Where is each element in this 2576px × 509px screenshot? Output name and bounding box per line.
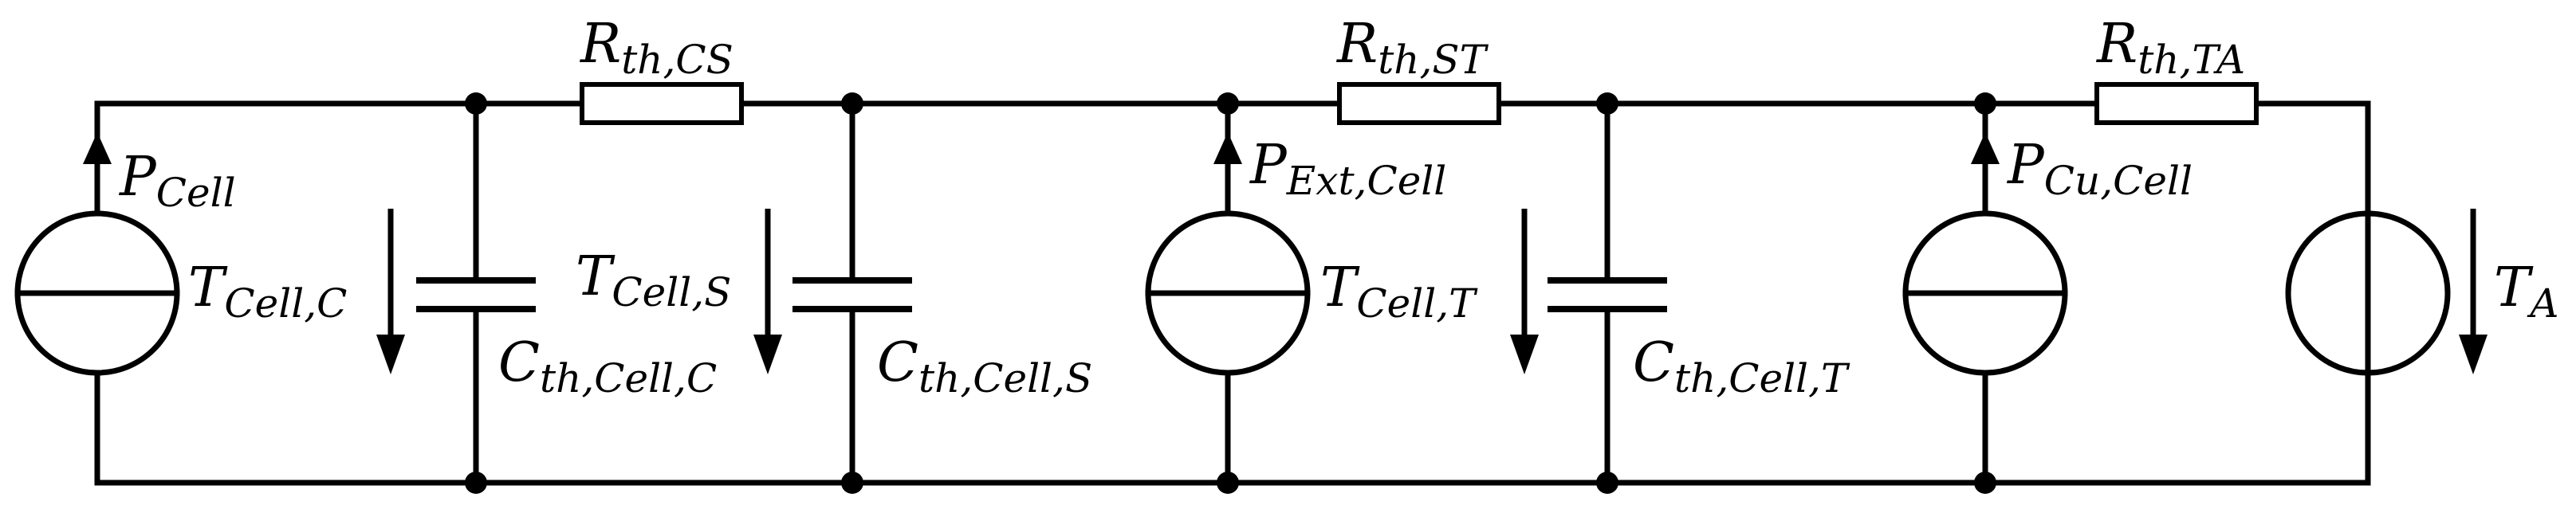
label-p-ext-cell: PExt,Cell (1249, 134, 1446, 204)
label-p-cell: PCell (118, 146, 236, 216)
t-cell-t-arrow-icon (1510, 335, 1539, 374)
node (1974, 472, 1996, 494)
node (841, 92, 863, 115)
p-cu-cell-arrow-icon (1971, 132, 2000, 164)
resistor-r-th-ta (2094, 82, 2259, 125)
node (1217, 472, 1239, 494)
label-r-th-cs: Rth,CS (579, 13, 733, 83)
label-c-th-cell-t: Cth,Cell,T (1633, 331, 1850, 401)
label-c-th-cell-c: Cth,Cell,C (498, 331, 717, 401)
node (1217, 92, 1239, 115)
capacitor-c-th-cell-s (792, 100, 912, 486)
capacitor-c-th-cell-t (1548, 100, 1667, 486)
t-cell-c-arrow-icon (376, 335, 405, 374)
label-t-cell-c: TCell,C (188, 256, 347, 327)
label-r-th-ta: Rth,TA (2095, 13, 2245, 83)
label-t-cell-s: TCell,S (576, 245, 731, 315)
node (1596, 472, 1618, 494)
node (465, 92, 487, 115)
junction-nodes (465, 92, 1996, 494)
cell-heat-source-branch (14, 100, 180, 486)
label-t-a: TA (2494, 256, 2558, 327)
capacitor-c-th-cell-c (416, 100, 536, 486)
p-cell-arrow-icon (83, 132, 112, 164)
label-r-th-st: Rth,ST (1335, 13, 1489, 83)
label-c-th-cell-s: Cth,Cell,S (877, 331, 1092, 401)
t-a-arrow-icon (2459, 335, 2488, 374)
label-p-cu-cell: PCu,Cell (2006, 134, 2193, 204)
resistor-r-th-st (1337, 82, 1501, 125)
p-ext-cell-arrow-icon (1213, 132, 1242, 164)
node (841, 472, 863, 494)
ext-heat-source-branch (1145, 100, 1311, 486)
node (1974, 92, 1996, 115)
ambient-temperature-source-branch (2285, 100, 2451, 486)
t-cell-s-arrow-icon (753, 335, 782, 374)
node (465, 472, 487, 494)
label-t-cell-t: TCell,T (1320, 256, 1478, 327)
resistor-r-th-cs (580, 82, 744, 125)
cu-heat-source-branch (1902, 100, 2068, 486)
temperature-arrows (376, 209, 2488, 374)
node (1596, 92, 1618, 115)
